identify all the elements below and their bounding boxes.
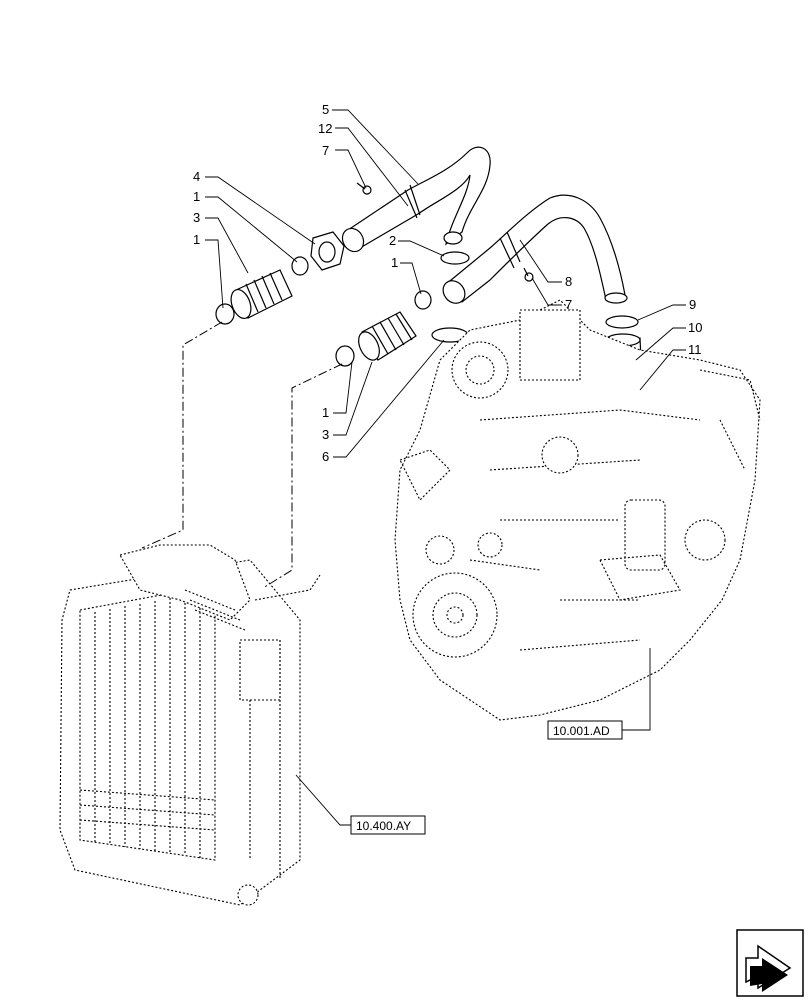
bolt-7-upper — [356, 182, 372, 195]
reference-engine[interactable]: 10.001.AD — [547, 720, 623, 740]
leader-lines — [205, 109, 686, 826]
callout-1-a: 1 — [193, 189, 200, 204]
callout-11: 11 — [688, 342, 702, 357]
clamp-1-lower — [335, 345, 355, 367]
routing-line-right — [262, 363, 343, 589]
charge-air-pipe-upper — [341, 146, 491, 253]
callout-1-c: 1 — [391, 255, 398, 270]
callout-1-b: 1 — [193, 232, 200, 247]
callout-7-upper: 7 — [322, 143, 329, 158]
callout-10: 10 — [688, 320, 702, 335]
callout-6: 6 — [322, 449, 329, 464]
radiator-assembly — [59, 544, 321, 906]
callout-3-upper: 3 — [193, 210, 200, 225]
bolt-7-lower — [523, 267, 534, 282]
clamp-1-upper — [291, 256, 309, 276]
reference-radiator[interactable]: 10.400.AY — [350, 815, 426, 835]
hose-3-lower — [358, 311, 417, 361]
callout-2: 2 — [389, 233, 396, 248]
engine-assembly — [394, 299, 761, 721]
callout-7-lower: 7 — [565, 297, 572, 312]
nut-4 — [310, 231, 345, 271]
callout-1-d: 1 — [322, 405, 329, 420]
hose-3-upper — [230, 269, 293, 320]
callout-5: 5 — [322, 102, 329, 117]
reference-radiator-label: 10.400.AY — [356, 819, 411, 833]
callout-8: 8 — [565, 274, 572, 289]
routing-line-left — [141, 321, 223, 549]
callout-3-lower: 3 — [322, 427, 329, 442]
clamp-1-left — [215, 303, 235, 325]
sealing-ring-2 — [440, 251, 470, 265]
callout-9: 9 — [689, 297, 696, 312]
clamp-1-mid — [414, 290, 432, 310]
callout-4: 4 — [193, 169, 200, 184]
clamp-9 — [605, 315, 639, 329]
charge-air-pipe-lower — [442, 194, 628, 304]
next-page-arrow-icon[interactable] — [736, 929, 804, 997]
reference-engine-label: 10.001.AD — [553, 724, 610, 738]
callout-12: 12 — [318, 121, 332, 136]
